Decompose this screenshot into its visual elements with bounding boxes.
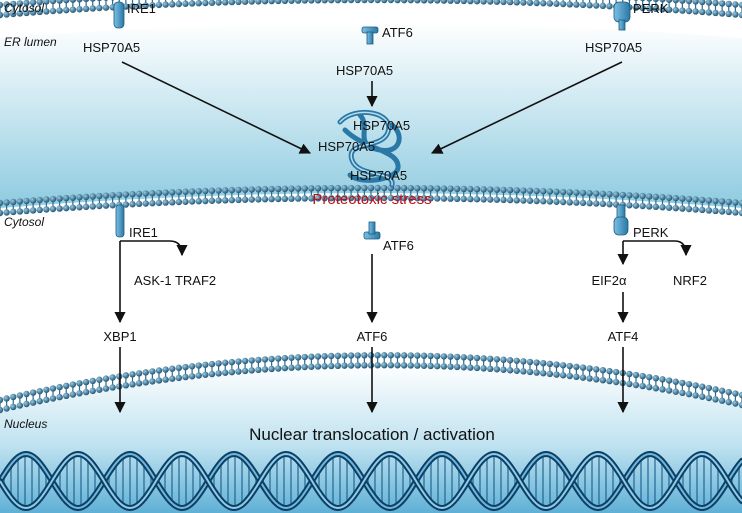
hsp70a5-label-right: HSP70A5 bbox=[585, 40, 642, 55]
atf6-receptor-icon bbox=[361, 26, 379, 45]
atf6-effector-label: ATF6 bbox=[357, 329, 388, 344]
arrow-right-to-aggregate bbox=[430, 61, 623, 154]
atf6-receptor-icon-middle bbox=[363, 221, 381, 240]
perk-label-middle: PERK bbox=[633, 225, 669, 240]
ire1-receptor-icon-middle bbox=[115, 204, 125, 238]
region-cytosol-top: Cytosol bbox=[4, 1, 44, 15]
nrf2-label: NRF2 bbox=[673, 273, 707, 288]
arrow-left-to-aggregate bbox=[121, 61, 312, 154]
er-membrane-middle bbox=[0, 184, 742, 217]
perk-receptor-icon-middle bbox=[613, 204, 629, 236]
nuclear-membrane bbox=[0, 352, 742, 414]
nuclear-translocation-label: Nuclear translocation / activation bbox=[249, 425, 495, 444]
xbp1-label: XBP1 bbox=[103, 329, 136, 344]
dna-helix bbox=[0, 450, 742, 512]
arrow-perk-to-nrf2 bbox=[623, 240, 692, 257]
hsp70a5-label-left: HSP70A5 bbox=[83, 40, 140, 55]
perk-label-top: PERK bbox=[633, 1, 669, 16]
aggregate-label-2: HSP70A5 bbox=[318, 139, 375, 154]
ire1-label-top: IRE1 bbox=[127, 1, 156, 16]
atf4-label: ATF4 bbox=[608, 329, 639, 344]
er-membrane-top bbox=[0, 0, 742, 19]
misfolded-protein-aggregate-icon bbox=[337, 109, 402, 188]
ask1-traf2-label: ASK-1 TRAF2 bbox=[134, 273, 216, 288]
aggregate-label-1: HSP70A5 bbox=[353, 118, 410, 133]
region-er-lumen: ER lumen bbox=[4, 35, 57, 49]
eif2a-label: EIF2α bbox=[592, 273, 627, 288]
proteotoxic-stress-label: Proteotoxic stress bbox=[312, 191, 431, 208]
er-lumen-region bbox=[0, 23, 742, 208]
perk-receptor-icon bbox=[613, 1, 631, 31]
hsp70a5-label-center: HSP70A5 bbox=[336, 63, 393, 78]
region-cytosol-middle: Cytosol bbox=[4, 215, 44, 229]
region-nucleus: Nucleus bbox=[4, 417, 47, 431]
arrow-ire1-to-ask1 bbox=[120, 240, 188, 257]
aggregate-label-3: HSP70A5 bbox=[350, 168, 407, 183]
ire1-label-middle: IRE1 bbox=[129, 225, 158, 240]
ire1-receptor-icon bbox=[113, 1, 125, 29]
atf6-label-top: ATF6 bbox=[382, 25, 413, 40]
atf6-label-middle: ATF6 bbox=[383, 238, 414, 253]
